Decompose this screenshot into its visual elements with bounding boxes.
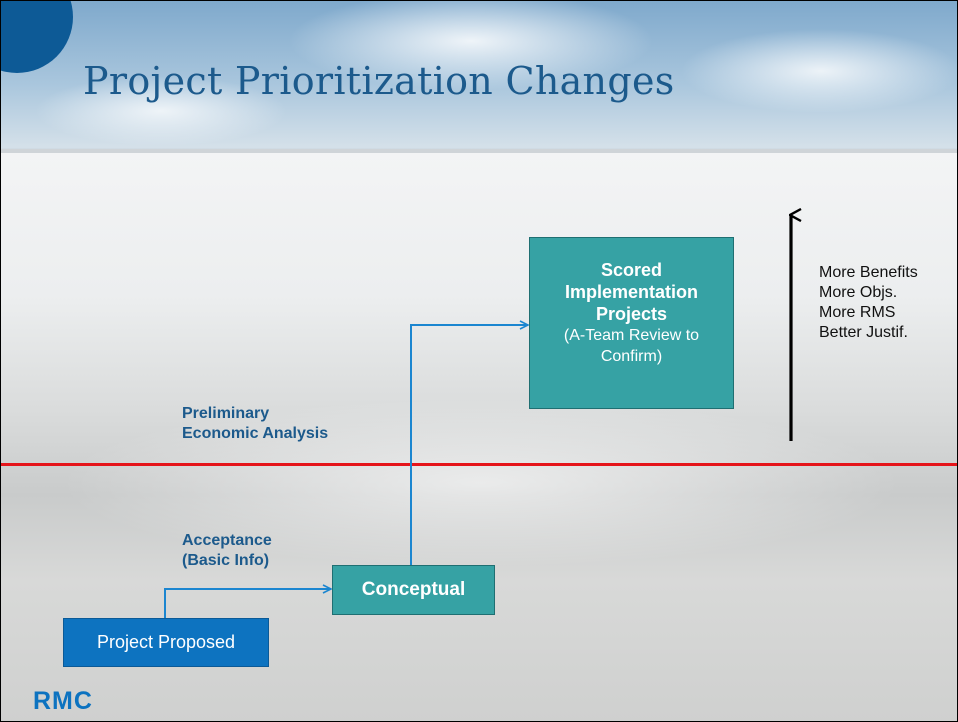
rmc-logo: RMC	[33, 687, 93, 715]
acceptance-label-line-2: (Basic Info)	[182, 552, 270, 569]
scored-sub-1: (A-Team Review to	[563, 327, 700, 344]
benefit-item: Better Justif.	[819, 324, 908, 341]
scored-line-2: Implementation	[564, 282, 698, 302]
scored-line-1: Scored	[600, 260, 663, 280]
slide-title: Project Prioritization Changes	[83, 59, 675, 103]
conceptual-box: Conceptual	[332, 565, 495, 615]
benefit-item: More Benefits	[819, 264, 918, 281]
preliminary-label-line-2: Economic Analysis	[182, 425, 329, 442]
conceptual-to-scored-connector	[410, 325, 528, 565]
benefit-item: More RMS	[819, 304, 896, 321]
acceptance-label: Acceptance (Basic Info)	[182, 531, 272, 571]
project-proposed-box: Project Proposed	[63, 618, 269, 667]
sky-background	[1, 1, 957, 151]
preliminary-label-line-1: Preliminary	[182, 405, 270, 422]
scored-line-3: Projects	[595, 304, 668, 324]
benefits-list: More Benefits More Objs. More RMS Better…	[819, 263, 918, 343]
proposed-to-conceptual-connector	[164, 589, 331, 618]
title-divider	[1, 149, 957, 153]
acceptance-label-line-1: Acceptance	[182, 532, 272, 549]
benefit-item: More Objs.	[819, 284, 898, 301]
threshold-line	[1, 463, 957, 466]
scored-sub-2: Confirm)	[600, 348, 663, 365]
preliminary-economic-analysis-label: Preliminary Economic Analysis	[182, 404, 328, 444]
scored-implementation-projects-box: Scored Implementation Projects (A-Team R…	[529, 237, 734, 409]
